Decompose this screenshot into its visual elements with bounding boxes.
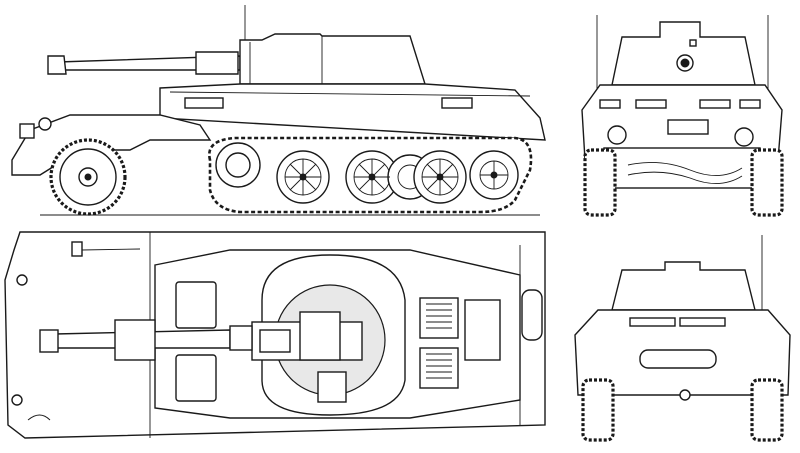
rear-view [574,235,791,442]
side-view [11,5,546,216]
front-view [581,15,784,217]
top-view [4,231,546,439]
engine-grilles [419,297,459,389]
